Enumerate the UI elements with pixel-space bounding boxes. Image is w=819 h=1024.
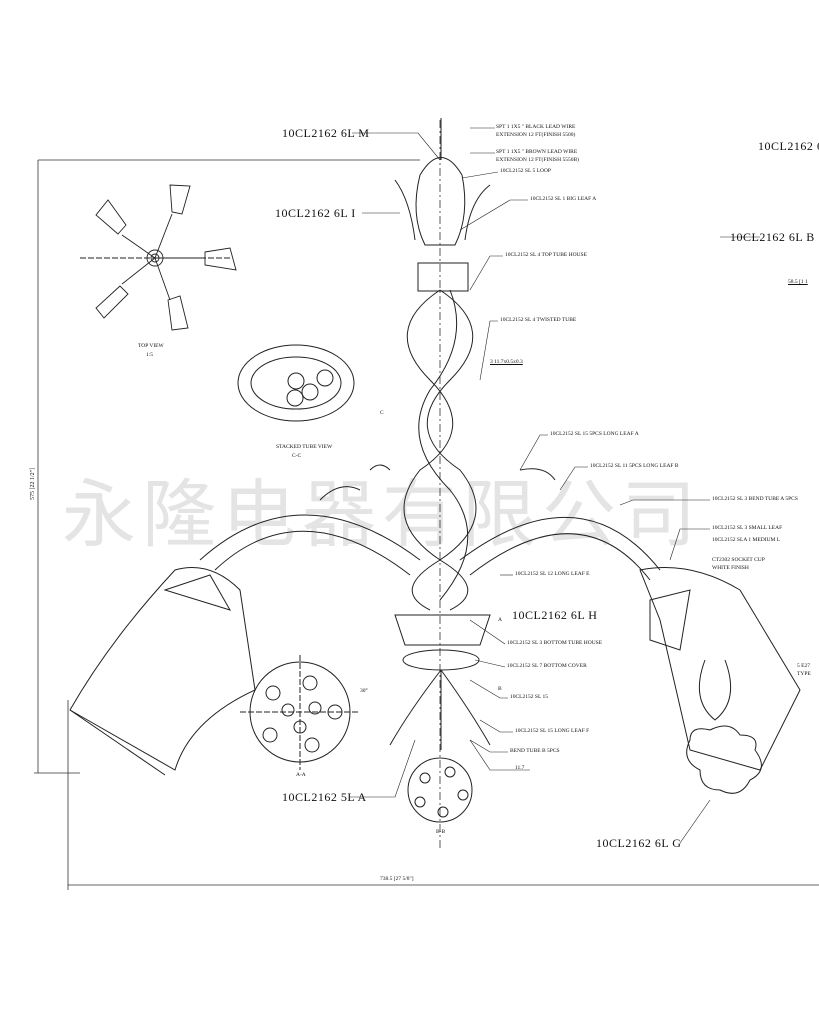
part-label-m: 10CL2162 6L M bbox=[282, 126, 370, 140]
callout-long-leaf-a: 10CL2152 SL 15 5PCS LONG LEAF A bbox=[550, 431, 639, 437]
stacked-view-section: C-C bbox=[292, 453, 302, 459]
part-label-g: 10CL2162 6L G bbox=[596, 836, 682, 850]
leader-lines bbox=[350, 127, 760, 844]
callout-sla: 10CL2152 SLA 1 MEDIUM L bbox=[712, 537, 781, 543]
section-marker-a: A bbox=[498, 617, 502, 623]
section-a-a bbox=[240, 655, 360, 770]
callout-bottom-cover: 10CL2152 SL 7 BOTTOM COVER bbox=[507, 663, 587, 669]
callout-bottom-tube-house: 10CL2152 SL 3 BOTTOM TUBE HOUSE bbox=[507, 640, 603, 646]
callout-long-leaf-f: 10CL2152 SL 15 LONG LEAF F bbox=[515, 728, 590, 734]
dimension-lines bbox=[34, 120, 819, 890]
callout-bend-tube-a: 10CL2152 SL 3 BEND TUBE A 5PCS bbox=[712, 496, 798, 502]
section-b-b-label: B-B bbox=[436, 829, 446, 835]
callout-big-leaf: 10CL2152 SL 1 BIG LEAF A bbox=[530, 196, 597, 202]
part-label-a: 10CL2162 5L A bbox=[282, 790, 367, 804]
callout-twisted-tube: 10CL2152 SL 4 TWISTED TUBE bbox=[500, 317, 577, 323]
callout-long-leaf-e: 10CL2152 SL 12 LONG LEAF E bbox=[515, 571, 590, 577]
section-b-b bbox=[407, 757, 473, 823]
section-a-a-label: A-A bbox=[296, 772, 306, 778]
height-dimension: 575 [22 1/2"] bbox=[30, 467, 36, 500]
callout-dim-11-7: 11.7 bbox=[515, 765, 525, 771]
top-view bbox=[80, 184, 237, 331]
callout-long-leaf-b: 10CL2152 SL 11 5PCS LONG LEAF B bbox=[590, 463, 679, 469]
stacked-view-label: STACKED TUBE VIEW bbox=[276, 444, 333, 450]
part-label-h: 10CL2162 6L H bbox=[512, 608, 598, 622]
section-marker-c: C bbox=[380, 410, 384, 416]
callout-wire-black-2: EXTENSION 12 FT(FINISH 5500) bbox=[496, 132, 576, 138]
callout-socket-1: CT2302 SOCKET CUP bbox=[712, 557, 765, 563]
part-label-b: 10CL2162 6L B bbox=[730, 230, 815, 244]
left-shade bbox=[69, 567, 256, 776]
width-dimension: 738.5 [27 5/8"] bbox=[380, 876, 414, 882]
angle-dimension: 30° bbox=[360, 688, 368, 694]
callout-wire-brown-1: SPT 1 1X5 " BROWN LEAD WIRE bbox=[496, 149, 578, 155]
center-stem bbox=[389, 118, 491, 750]
arms bbox=[199, 464, 661, 581]
top-view-label: TOP VIEW bbox=[138, 343, 164, 349]
callout-socket-2: WHITE FINISH bbox=[712, 565, 749, 571]
callout-bulb-1: 5 E27 bbox=[797, 663, 810, 669]
callout-wire-black-1: SPT 1 1X5 " BLACK LEAD WIRE bbox=[496, 124, 576, 130]
callout-wire-brown-2: EXTENSION 12 FT(FINISH 5550B) bbox=[496, 157, 579, 163]
part-label-i: 10CL2162 6L I bbox=[275, 206, 356, 220]
callout-bend-tube-b: BEND TUBE B 5PCS bbox=[510, 748, 560, 754]
right-dimension: 58.5 [1 1 bbox=[788, 279, 808, 285]
callout-sl15: 10CL2152 SL 15 bbox=[510, 694, 548, 700]
top-view-scale: 1:5 bbox=[146, 352, 154, 358]
stacked-tube-view bbox=[237, 344, 355, 422]
part-label-top-right: 10CL2162 6 bbox=[758, 139, 819, 153]
right-shade bbox=[639, 567, 801, 794]
callout-loop: 10CL2152 SL 5 LOOP bbox=[500, 168, 551, 174]
callout-top-tube-house: 10CL2152 SL 4 TOP TUBE HOUSE bbox=[505, 252, 587, 258]
callout-small-leaf: 10CL2152 SL 3 SMALL LEAF bbox=[712, 525, 783, 531]
callout-bulb-2: TYPE bbox=[797, 671, 811, 677]
callout-dim-top: 3 11.7x0.5x0.3 bbox=[490, 359, 523, 365]
section-marker-b: B bbox=[498, 686, 502, 692]
watermark: 永隆电器有限公司 bbox=[62, 472, 702, 558]
